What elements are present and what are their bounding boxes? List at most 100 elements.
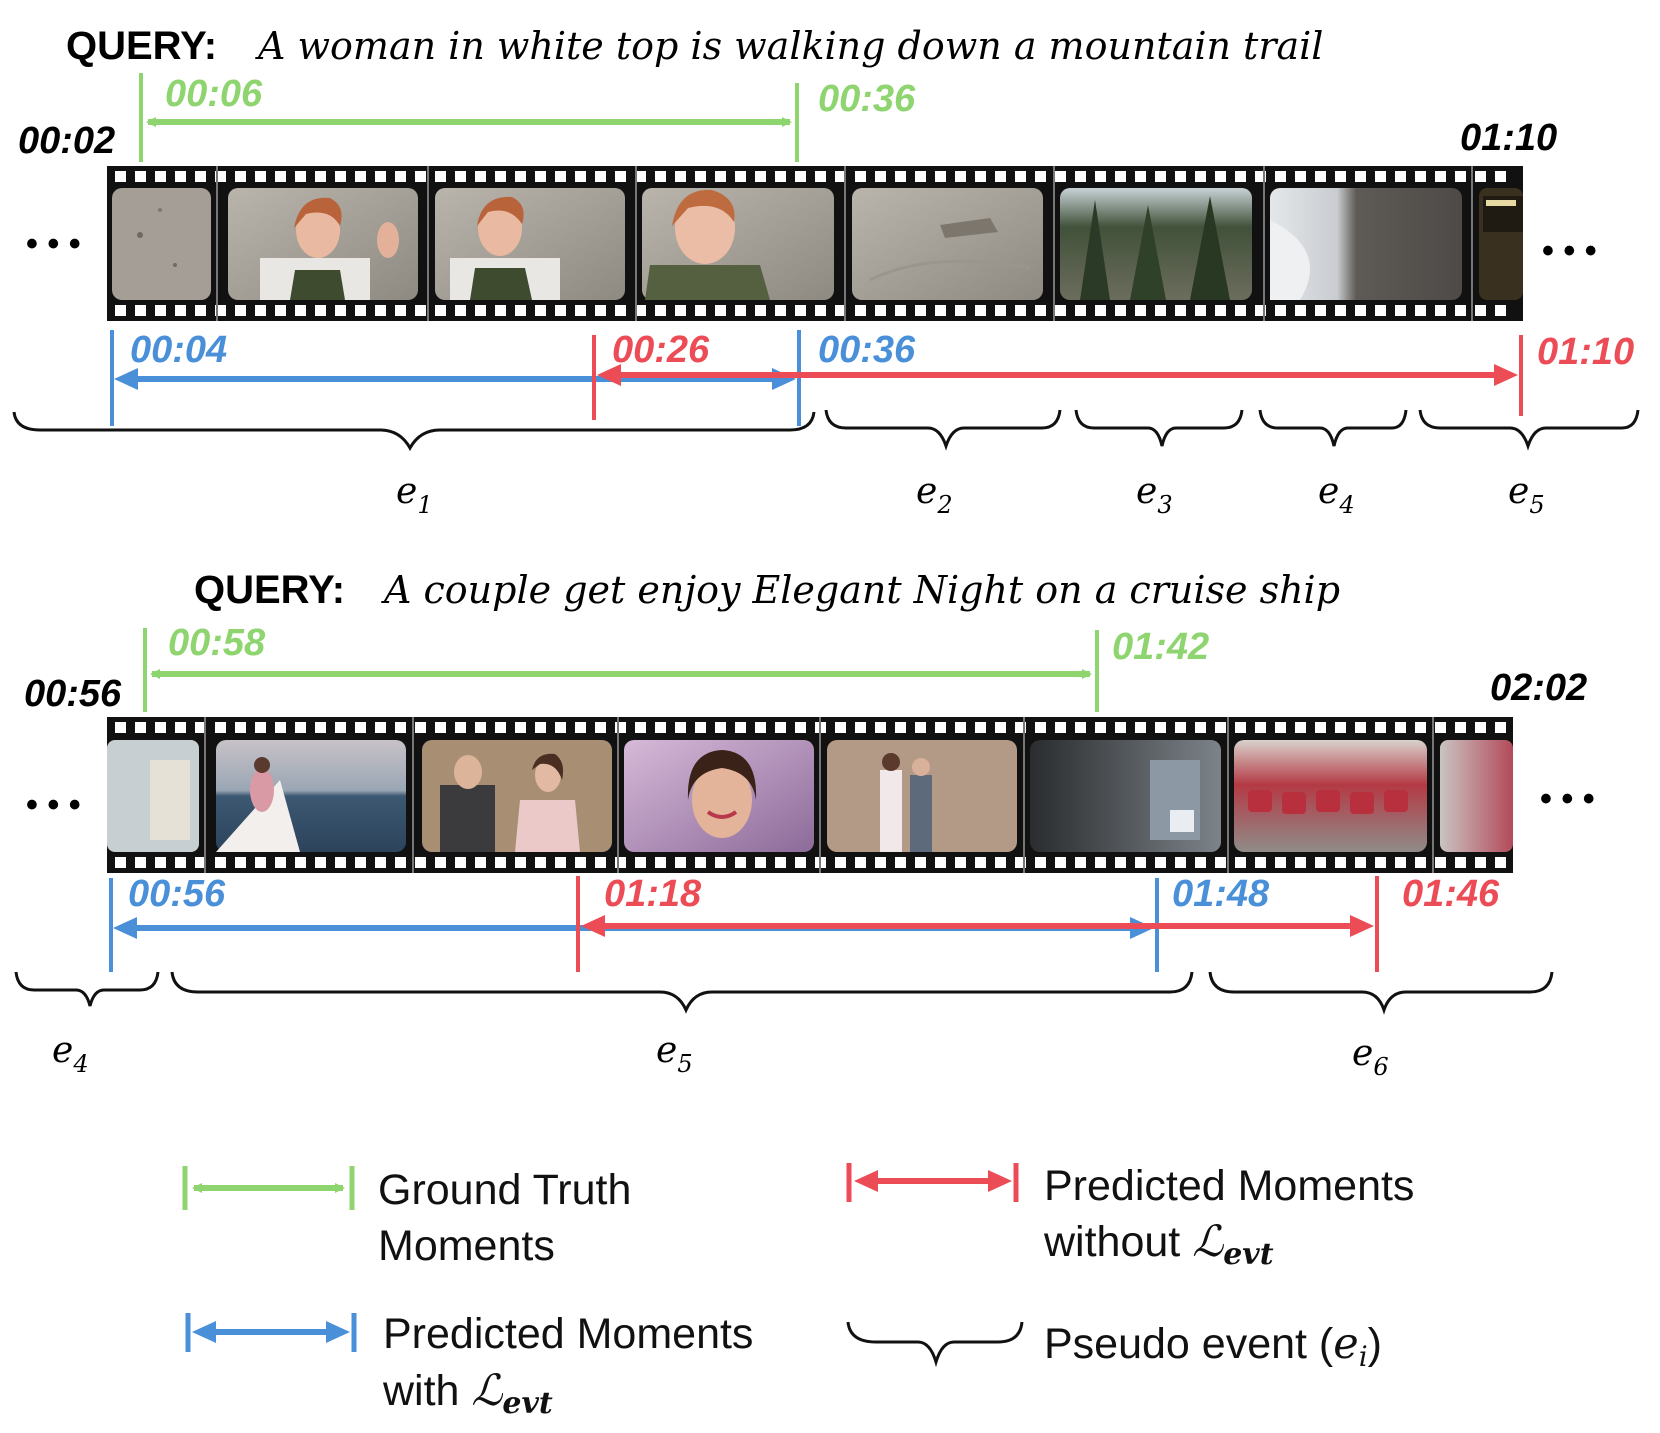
video-frame-gravel	[112, 188, 211, 300]
film-perforation	[255, 857, 266, 868]
film-perforation	[635, 857, 646, 868]
film-perforation	[375, 722, 386, 733]
film-perforation	[1035, 305, 1046, 316]
film-perforation	[895, 857, 906, 868]
ground-truth-arrow	[143, 628, 1099, 712]
film-perforation	[875, 305, 886, 316]
film-perforation	[655, 171, 666, 182]
film-perforation	[1415, 171, 1426, 182]
film-perforation	[495, 722, 506, 733]
pred-with-end-time: 01:48	[1172, 873, 1270, 915]
film-perforation	[835, 722, 846, 733]
film-perforation	[1175, 722, 1186, 733]
film-perforation	[695, 722, 706, 733]
film-perforation	[495, 857, 506, 868]
film-perforation	[575, 722, 586, 733]
film-perforation	[1035, 722, 1046, 733]
film-perforation	[715, 171, 726, 182]
video-frame-woman-closeup	[642, 188, 834, 300]
film-perforation	[1455, 857, 1466, 868]
film-perforation	[295, 171, 306, 182]
legend-pred-with-swatch	[185, 1313, 357, 1352]
film-perforation	[1435, 722, 1446, 733]
film-perforation	[1195, 722, 1206, 733]
film-perforation	[1355, 857, 1366, 868]
film-perforation	[1155, 722, 1166, 733]
film-perforation	[475, 857, 486, 868]
film-perforation	[855, 857, 866, 868]
pred-with-start-time: 00:04	[130, 329, 227, 371]
film-perforation	[1335, 722, 1346, 733]
film-perforation	[875, 857, 886, 868]
film-perforation	[615, 171, 626, 182]
film-perforation	[1275, 857, 1286, 868]
gt-start-time: 00:06	[165, 73, 263, 115]
film-perforation	[135, 857, 146, 868]
film-perforation	[615, 722, 626, 733]
film-perforation	[1215, 722, 1226, 733]
pseudo-event-brace-e2	[824, 409, 1062, 451]
film-perforation	[1375, 857, 1386, 868]
film-perforation	[255, 305, 266, 316]
film-perforation	[1275, 305, 1286, 316]
film-perforation	[415, 857, 426, 868]
film-perforation	[1475, 722, 1486, 733]
film-perforation	[615, 305, 626, 316]
pseudo-event-brace-e4	[1258, 409, 1408, 447]
film-perforation	[215, 171, 226, 182]
film-perforation	[275, 857, 286, 868]
legend-pred-with-line1: Predicted Moments	[383, 1310, 753, 1358]
legend-ground-truth-swatch	[182, 1166, 355, 1210]
legend-pred-without-line1: Predicted Moments	[1044, 1162, 1414, 1210]
film-perforation	[635, 171, 646, 182]
film-perforation	[915, 722, 926, 733]
pred-without-loss-arrow	[576, 876, 1379, 972]
film-perforation	[135, 722, 146, 733]
film-perforation	[515, 305, 526, 316]
frame-dividers	[216, 166, 1473, 321]
pseudo-event-brace-e3	[1074, 409, 1244, 447]
film-perforation	[1035, 857, 1046, 868]
video-frame-woman-smiling	[435, 188, 625, 300]
film-perforation	[1075, 171, 1086, 182]
film-perforation	[335, 171, 346, 182]
pred-without-start-time: 01:18	[604, 873, 702, 915]
film-perforation	[275, 722, 286, 733]
film-perforation	[235, 305, 246, 316]
film-perforation	[555, 722, 566, 733]
film-perforation	[155, 305, 166, 316]
film-perforation	[355, 722, 366, 733]
film-perforation	[1195, 171, 1206, 182]
video-frame-rocky-slope	[852, 188, 1043, 300]
example-2: QUERY: A couple get enjoy Elegant Night …	[14, 568, 1595, 1081]
film-perforation	[1375, 171, 1386, 182]
film-perforation	[1235, 305, 1246, 316]
film-perforation	[1315, 722, 1326, 733]
film-perforation	[555, 171, 566, 182]
film-perforation	[1055, 722, 1066, 733]
film-perforation	[975, 722, 986, 733]
film-perforation	[795, 722, 806, 733]
video-frame-snow-rock	[1270, 188, 1462, 300]
film-perforation	[955, 171, 966, 182]
film-perforation	[1095, 857, 1106, 868]
film-perforation	[935, 171, 946, 182]
legend-ground-truth-line1: Ground Truth	[378, 1166, 631, 1214]
film-perforation	[895, 305, 906, 316]
legend-pred-without-line2: without ℒevt	[1043, 1217, 1274, 1272]
film-perforation	[655, 857, 666, 868]
video-frame-woman-on-deck	[216, 740, 406, 852]
film-perforation	[475, 722, 486, 733]
film-perforation	[815, 305, 826, 316]
film-perforation	[455, 857, 466, 868]
film-perforation	[1075, 857, 1086, 868]
film-perforation	[315, 857, 326, 868]
film-perforation	[895, 171, 906, 182]
film-perforation	[1015, 722, 1026, 733]
film-perforation	[855, 305, 866, 316]
film-perforation	[1475, 857, 1486, 868]
film-perforation	[1335, 305, 1346, 316]
film-perforation	[1275, 171, 1286, 182]
video-frame-couple-stairs	[827, 740, 1017, 852]
